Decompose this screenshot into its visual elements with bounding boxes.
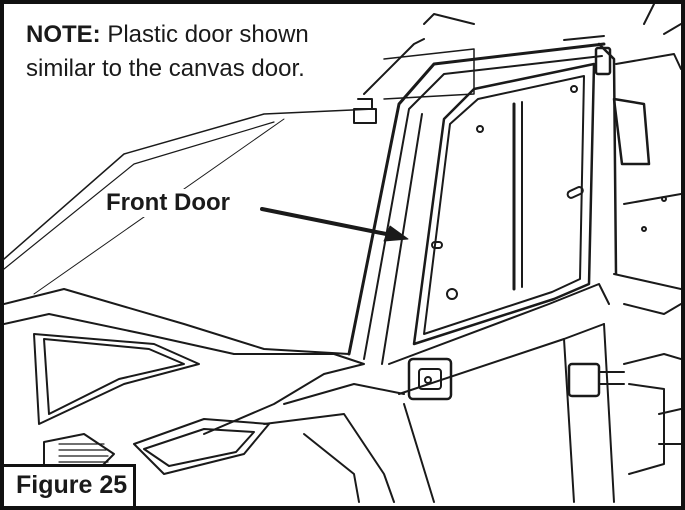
door-handle xyxy=(407,357,453,401)
note-line-1: Plastic door shown xyxy=(100,21,309,48)
note-line-2: similar to the canvas door. xyxy=(26,55,305,82)
figure-label: Figure 25 xyxy=(4,464,137,506)
front-door-label: Front Door xyxy=(104,189,232,217)
front-door xyxy=(388,42,618,503)
note-text: NOTE: Plastic door shown similar to the … xyxy=(22,16,315,90)
rear-cab xyxy=(612,4,681,475)
vehicle-door-illustration xyxy=(4,4,681,503)
note-prefix: NOTE: xyxy=(26,21,101,48)
window-fasteners xyxy=(431,85,584,300)
door-hinges xyxy=(567,46,625,398)
hood-outline xyxy=(4,288,405,503)
callout-arrow xyxy=(260,207,409,242)
roof-mounts xyxy=(353,13,605,124)
